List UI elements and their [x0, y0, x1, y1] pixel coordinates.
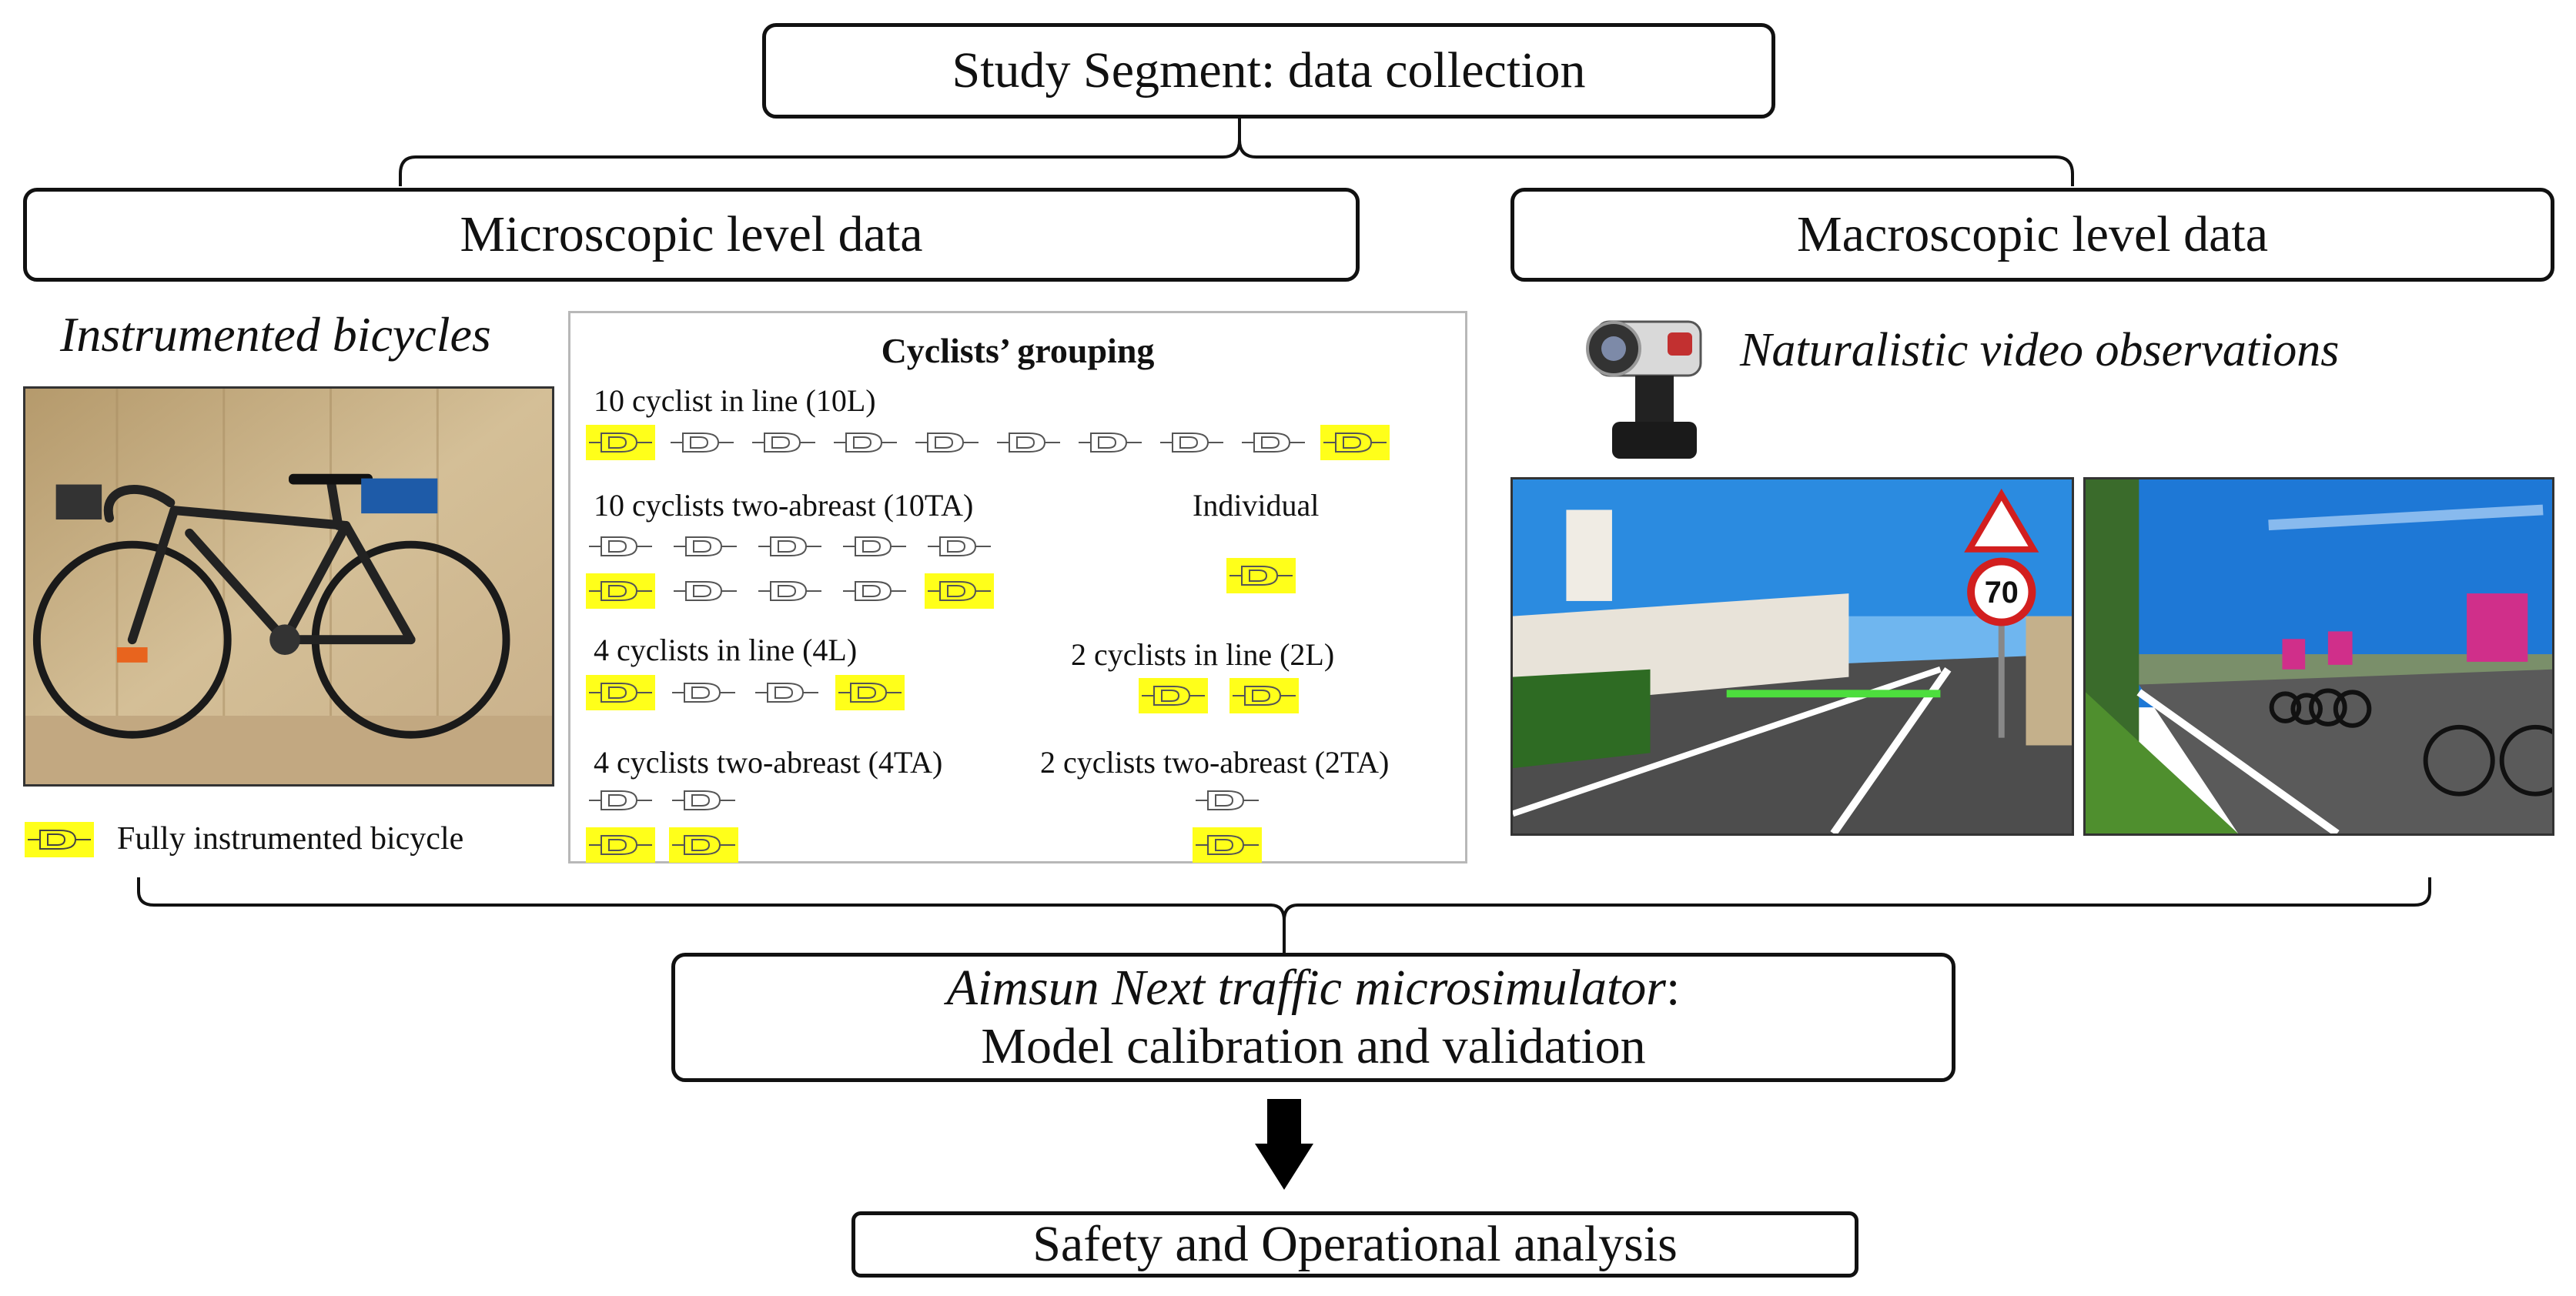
instrumented-bike-icon — [586, 827, 655, 863]
instrumented-bike-icon — [1193, 827, 1262, 863]
bike-icon — [669, 783, 738, 818]
instrumented-bike-icon — [1229, 678, 1299, 713]
bike-icon — [755, 573, 825, 609]
micro-heading: Microscopic level data — [460, 206, 923, 263]
final-box: Safety and Operational analysis — [851, 1211, 1858, 1278]
instrumented-bike-icon — [586, 425, 655, 460]
final-text: Safety and Operational analysis — [1032, 1216, 1678, 1273]
bike-icon — [1193, 783, 1262, 818]
bike-icon — [671, 529, 740, 564]
grouping-title: Cyclists’ grouping — [881, 331, 1155, 370]
speed-sign-text: 70 — [1985, 576, 2019, 610]
down-arrow — [1255, 1099, 1313, 1190]
road-photo: 70 — [1510, 477, 2074, 836]
bike-icon — [840, 529, 909, 564]
group-label: 4 cyclists two-abreast (4TA) — [594, 745, 943, 780]
macro-heading-box: Macroscopic level data — [1510, 188, 2554, 282]
instrumented-bike-icon — [1226, 558, 1296, 593]
bike-icon — [840, 573, 909, 609]
camera-icon — [1581, 306, 1705, 468]
simulator-box: Aimsun Next traffic microsimulator: Mode… — [671, 953, 1955, 1082]
group-label: 4 cyclists in line (4L) — [594, 633, 858, 667]
bike-icon — [831, 425, 900, 460]
group-label: 10 cyclist in line (10L) — [594, 383, 876, 418]
instrumented-bike-icon — [586, 675, 655, 710]
group-label: 2 cyclists in line (2L) — [1071, 637, 1335, 672]
instrumented-bike-icon — [925, 573, 994, 609]
title-text: Study Segment: data collection — [952, 42, 1586, 99]
bike-icon — [671, 573, 740, 609]
simulator-line1: Aimsun Next traffic microsimulator: — [947, 959, 1681, 1017]
bike-icon — [755, 529, 825, 564]
bike-icon — [586, 783, 655, 818]
group-label: 2 cyclists two-abreast (2TA) — [1040, 745, 1390, 780]
video-title: Naturalistic video observations — [1740, 324, 2340, 376]
instrumented-bike-icon — [835, 675, 905, 710]
instrumented-bike-icon — [1139, 678, 1208, 713]
bike-icon — [669, 675, 738, 710]
bike-icon — [1157, 425, 1226, 460]
legend-label: Fully instrumented bicycle — [117, 821, 464, 857]
grouping-panel: Cyclists’ grouping 10 cyclist in line (1… — [568, 311, 1467, 863]
instrumented-bike-icon — [586, 573, 655, 609]
simulator-line2: Model calibration and validation — [981, 1018, 1646, 1074]
macro-heading: Macroscopic level data — [1796, 206, 2269, 263]
legend-bike-icon — [25, 822, 94, 857]
simulator-colon: : — [1666, 960, 1681, 1017]
instrumented-title: Instrumented bicycles — [60, 307, 491, 362]
bike-icon — [667, 425, 737, 460]
instrumented-bike-icon — [669, 827, 738, 863]
bicycle-photo — [23, 386, 554, 787]
group-label: Individual — [1193, 488, 1320, 523]
bike-icon — [586, 529, 655, 564]
bike-icon — [994, 425, 1063, 460]
title-box: Study Segment: data collection — [762, 23, 1775, 119]
micro-heading-box: Microscopic level data — [23, 188, 1360, 282]
group-label: 10 cyclists two-abreast (10TA) — [594, 488, 974, 523]
instrumented-bike-icon — [1320, 425, 1390, 460]
bike-icon — [749, 425, 818, 460]
bike-icon — [912, 425, 982, 460]
bike-icon — [1239, 425, 1308, 460]
cyclists-photo — [2083, 477, 2554, 836]
bike-icon — [1076, 425, 1145, 460]
bike-icon — [925, 529, 994, 564]
bike-icon — [752, 675, 821, 710]
simulator-name: Aimsun Next traffic microsimulator — [946, 960, 1666, 1017]
